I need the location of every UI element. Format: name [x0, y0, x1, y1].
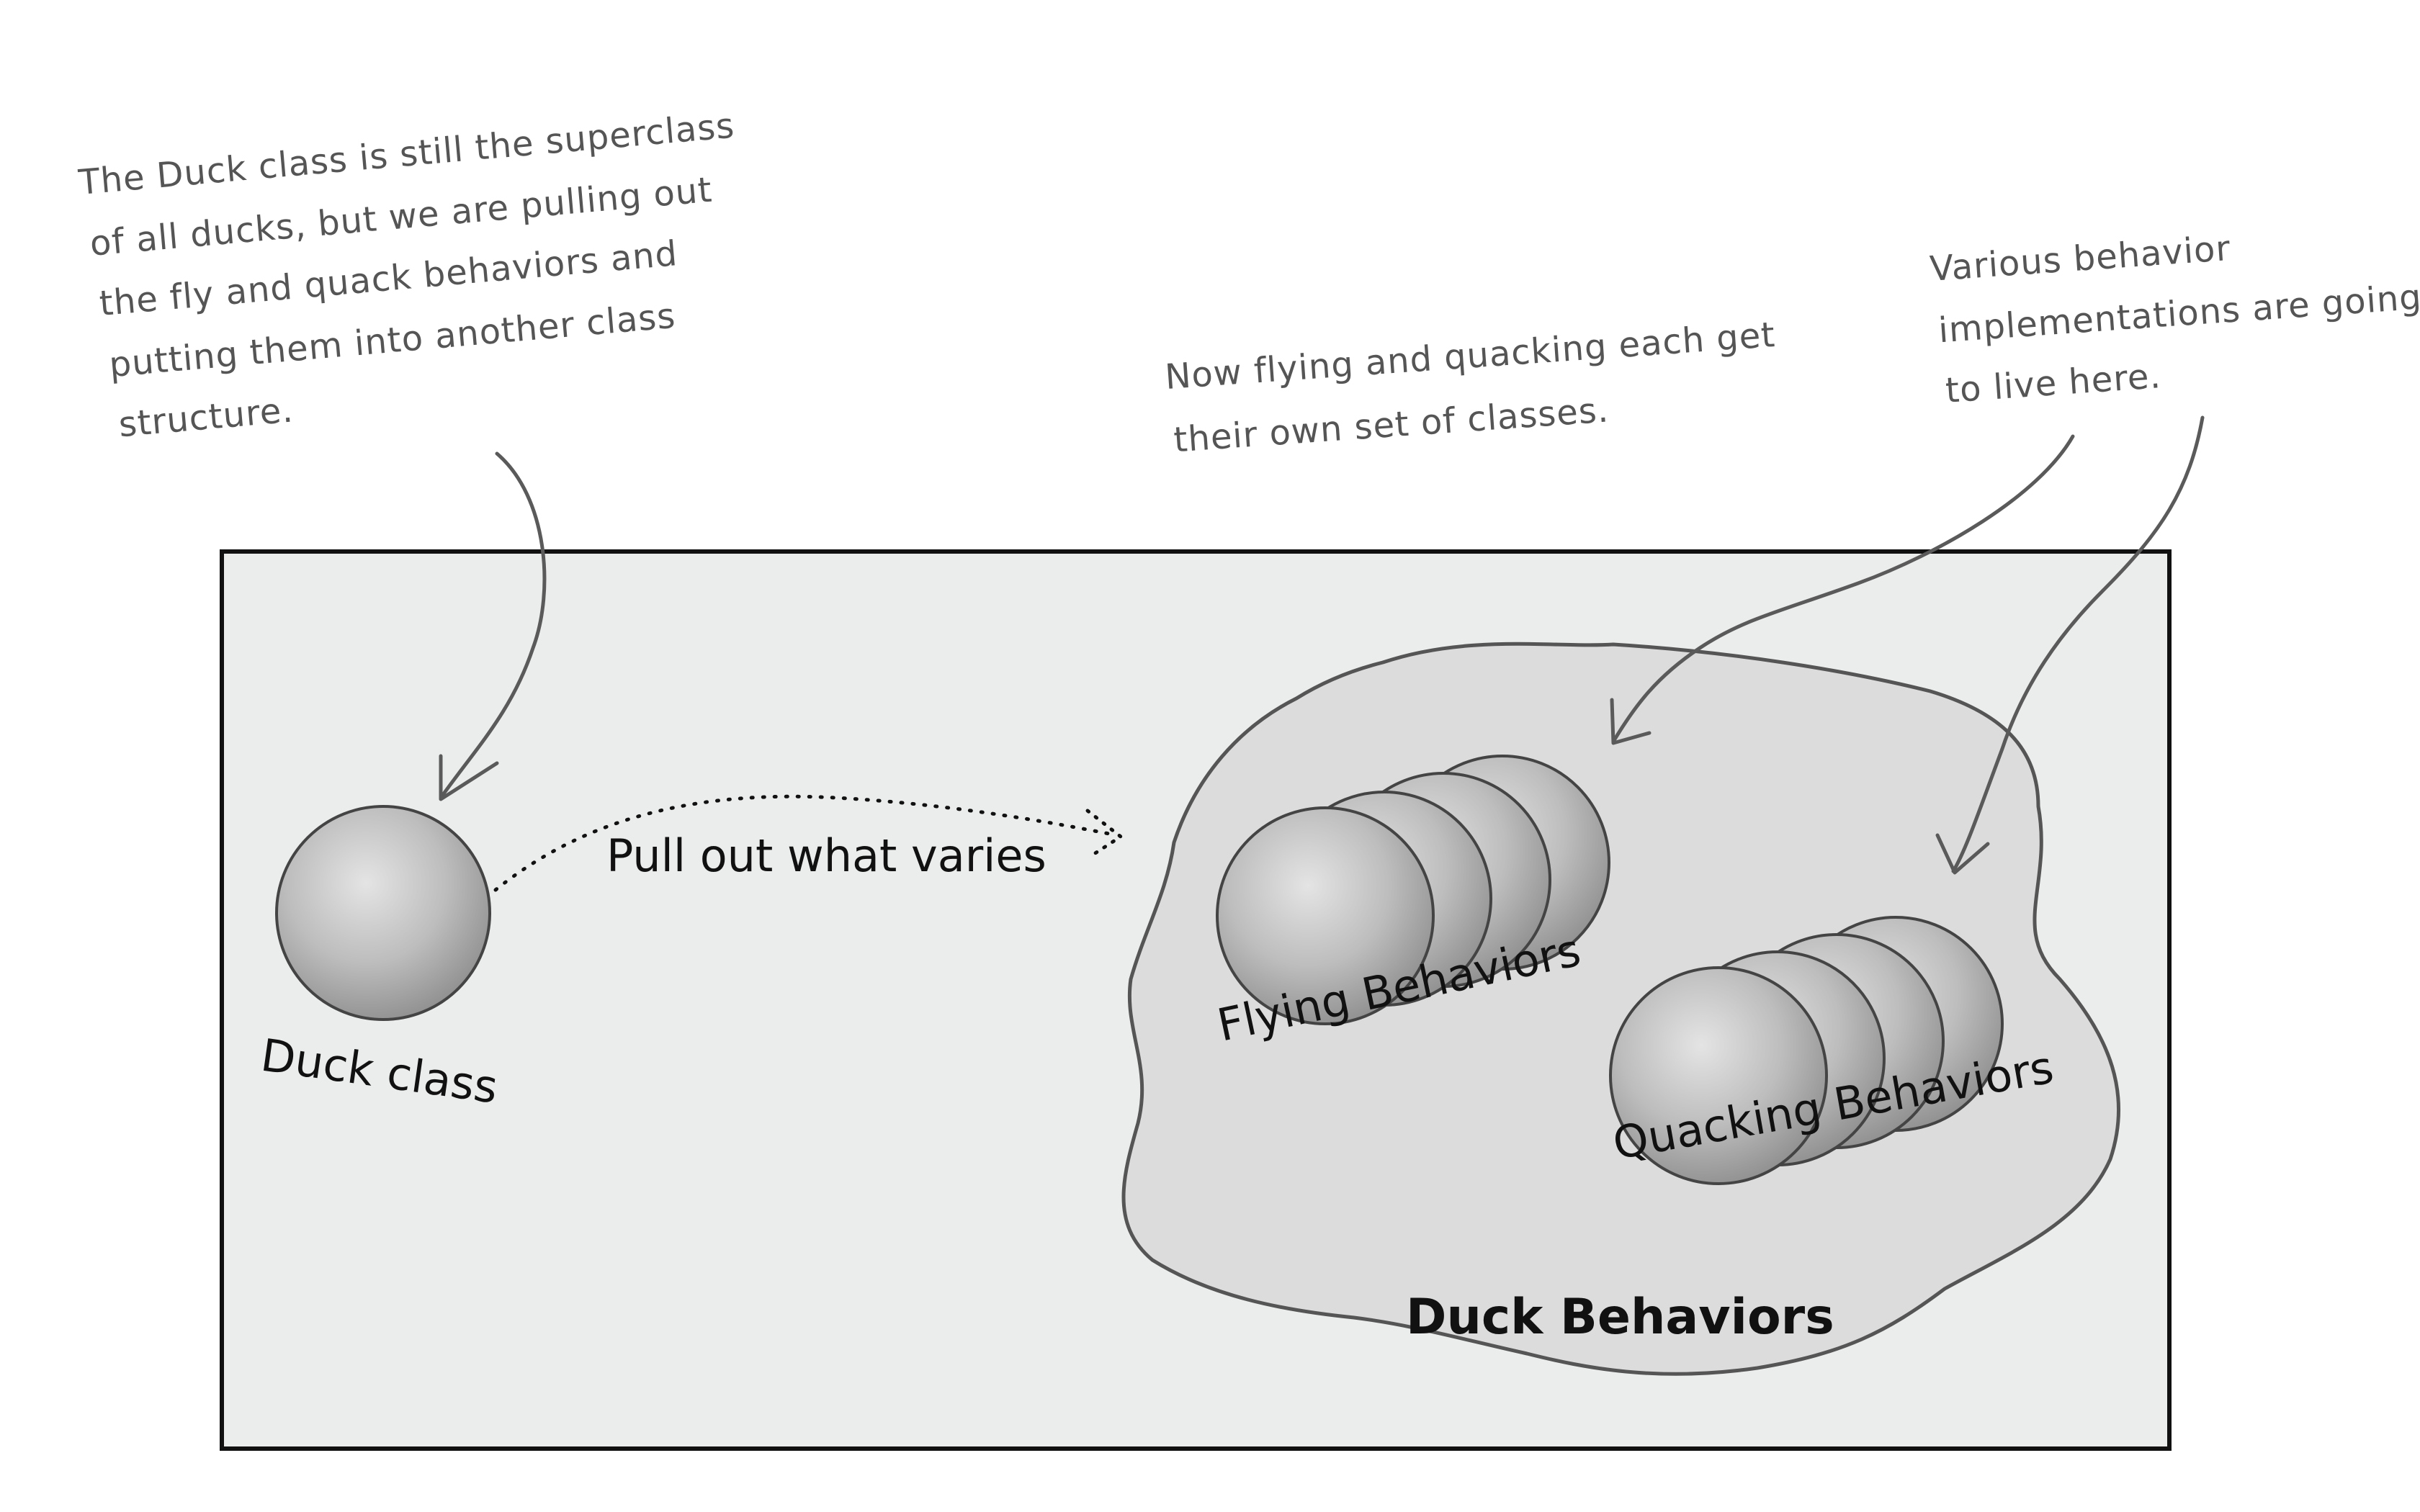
quacking-behaviors-spheres: [1609, 916, 2004, 1185]
annotation-line: structure.: [117, 390, 295, 445]
duck-behaviors-title: Duck Behaviors: [1406, 1289, 1834, 1346]
pull-out-label: Pull out what varies: [606, 829, 1047, 882]
quacking-pointer-arrow: [1951, 415, 2205, 873]
annotation-duck-superclass: The Duck class is still the superclass o…: [76, 105, 736, 445]
annotation-own-classes: Now flying and quacking each get their o…: [1164, 315, 1777, 460]
annotation-line: Various behavior: [1929, 228, 2232, 289]
annotation-line: their own set of classes.: [1173, 390, 1610, 460]
annotation-implementations: Various behavior implementations are goi…: [1929, 228, 2420, 411]
duck-class-sphere: [275, 805, 491, 1021]
flying-pointer-arrow: [1611, 434, 2075, 744]
flying-behaviors-spheres: [1216, 755, 1610, 1025]
annotation-line: implementations are going: [1937, 277, 2420, 351]
pull-out-arrowhead: [1085, 809, 1124, 858]
duck-class-arrowhead: [439, 754, 499, 801]
flying-sphere: [1216, 806, 1435, 1025]
flying-arrowhead: [1610, 698, 1652, 745]
annotation-line: Now flying and quacking each get: [1164, 315, 1777, 397]
quacking-sphere: [1609, 966, 1828, 1185]
annotation-line: to live here.: [1944, 356, 2162, 411]
pull-out-dotted-arrow: [493, 794, 1119, 892]
quacking-arrowhead: [1935, 833, 1990, 875]
duck-class-pointer-arrow: [439, 451, 547, 800]
